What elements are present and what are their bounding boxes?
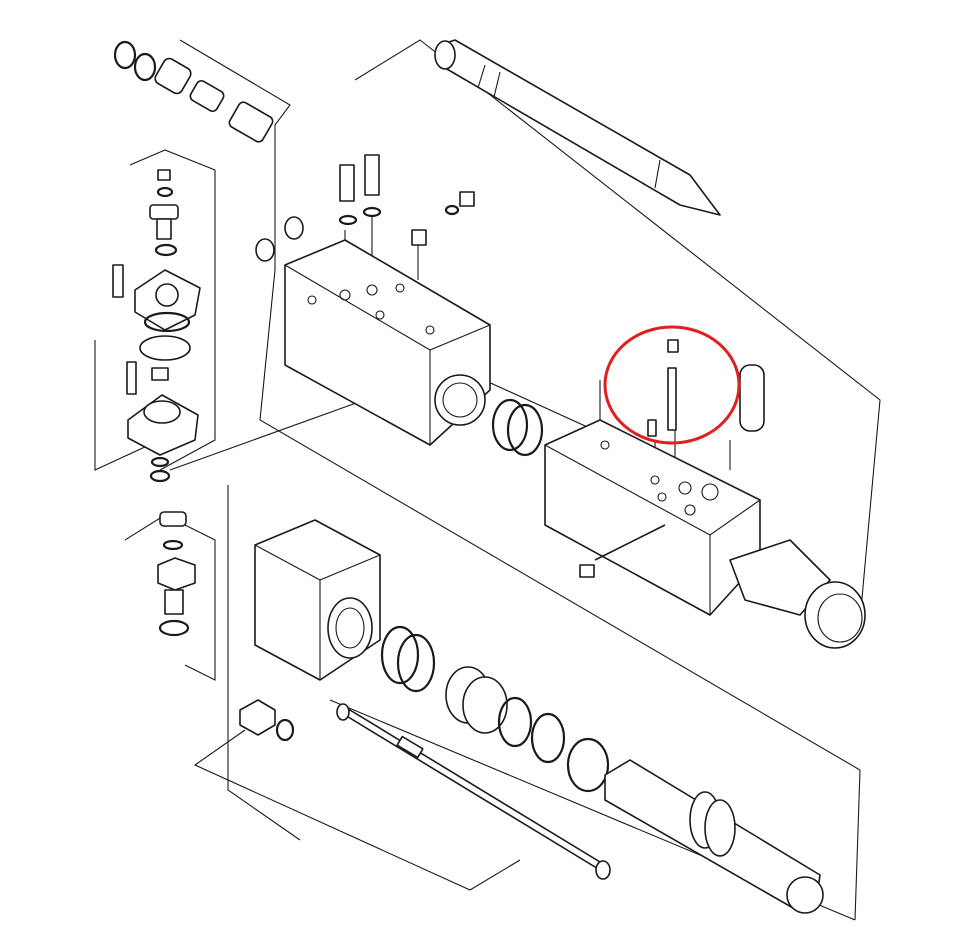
assembly-leader-lines (94, 39, 881, 921)
valve-body (255, 154, 544, 457)
highlight-circle (603, 325, 741, 445)
cylinder-block (254, 519, 610, 793)
left-cover-assembly (112, 169, 201, 483)
chisel-tool (434, 39, 721, 216)
nut-and-washer (239, 699, 295, 742)
top-left-fittings (113, 40, 274, 143)
valve-rod (336, 703, 611, 880)
front-head (544, 339, 866, 649)
piston (604, 759, 824, 914)
left-lower-fitting (157, 511, 196, 637)
